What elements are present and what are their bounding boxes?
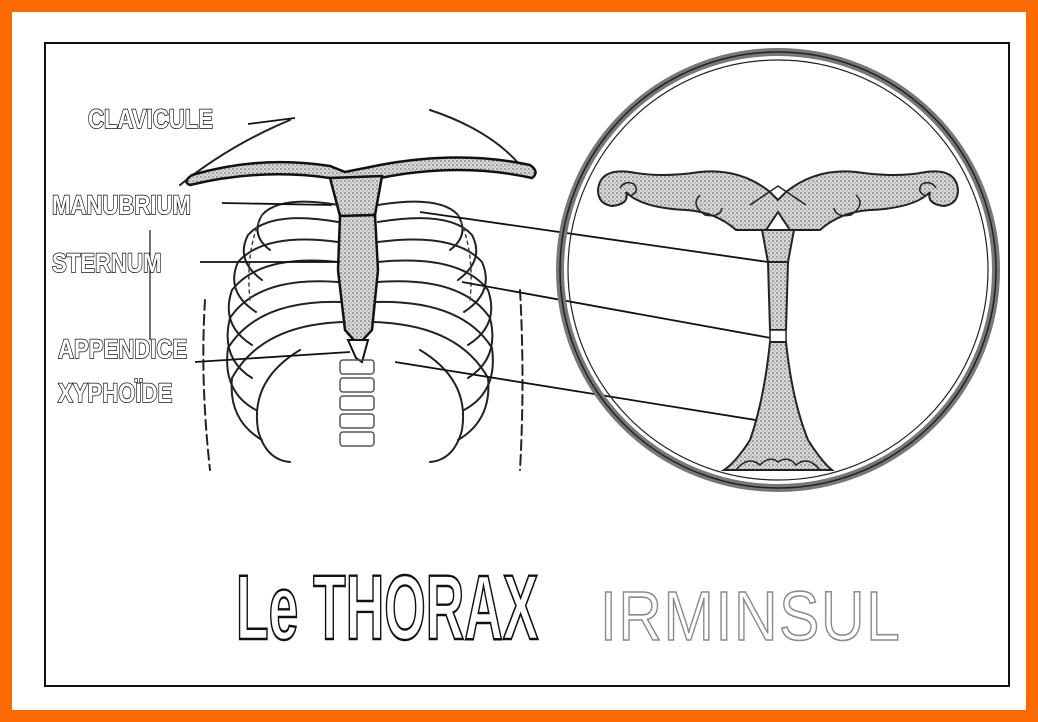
xiphoid-shape <box>348 340 368 362</box>
irminsul-drawing <box>560 52 996 488</box>
label-sternum: STERNUM <box>52 248 161 279</box>
sternum-shape <box>338 215 378 345</box>
manubrium-shape <box>330 176 382 216</box>
thorax-drawing <box>180 110 536 470</box>
irminsul-base <box>724 342 832 470</box>
label-xyphoide: XYPHOÏDE <box>58 378 172 409</box>
label-clavicule: CLAVICULE <box>88 104 213 135</box>
title-irminsul: IRMINSUL <box>600 576 901 656</box>
irminsul-arms <box>598 171 958 230</box>
label-appendice: APPENDICE <box>58 334 187 365</box>
title-le-thorax: Le THORAX <box>236 556 538 661</box>
label-manubrium: MANUBRIUM <box>52 190 191 221</box>
